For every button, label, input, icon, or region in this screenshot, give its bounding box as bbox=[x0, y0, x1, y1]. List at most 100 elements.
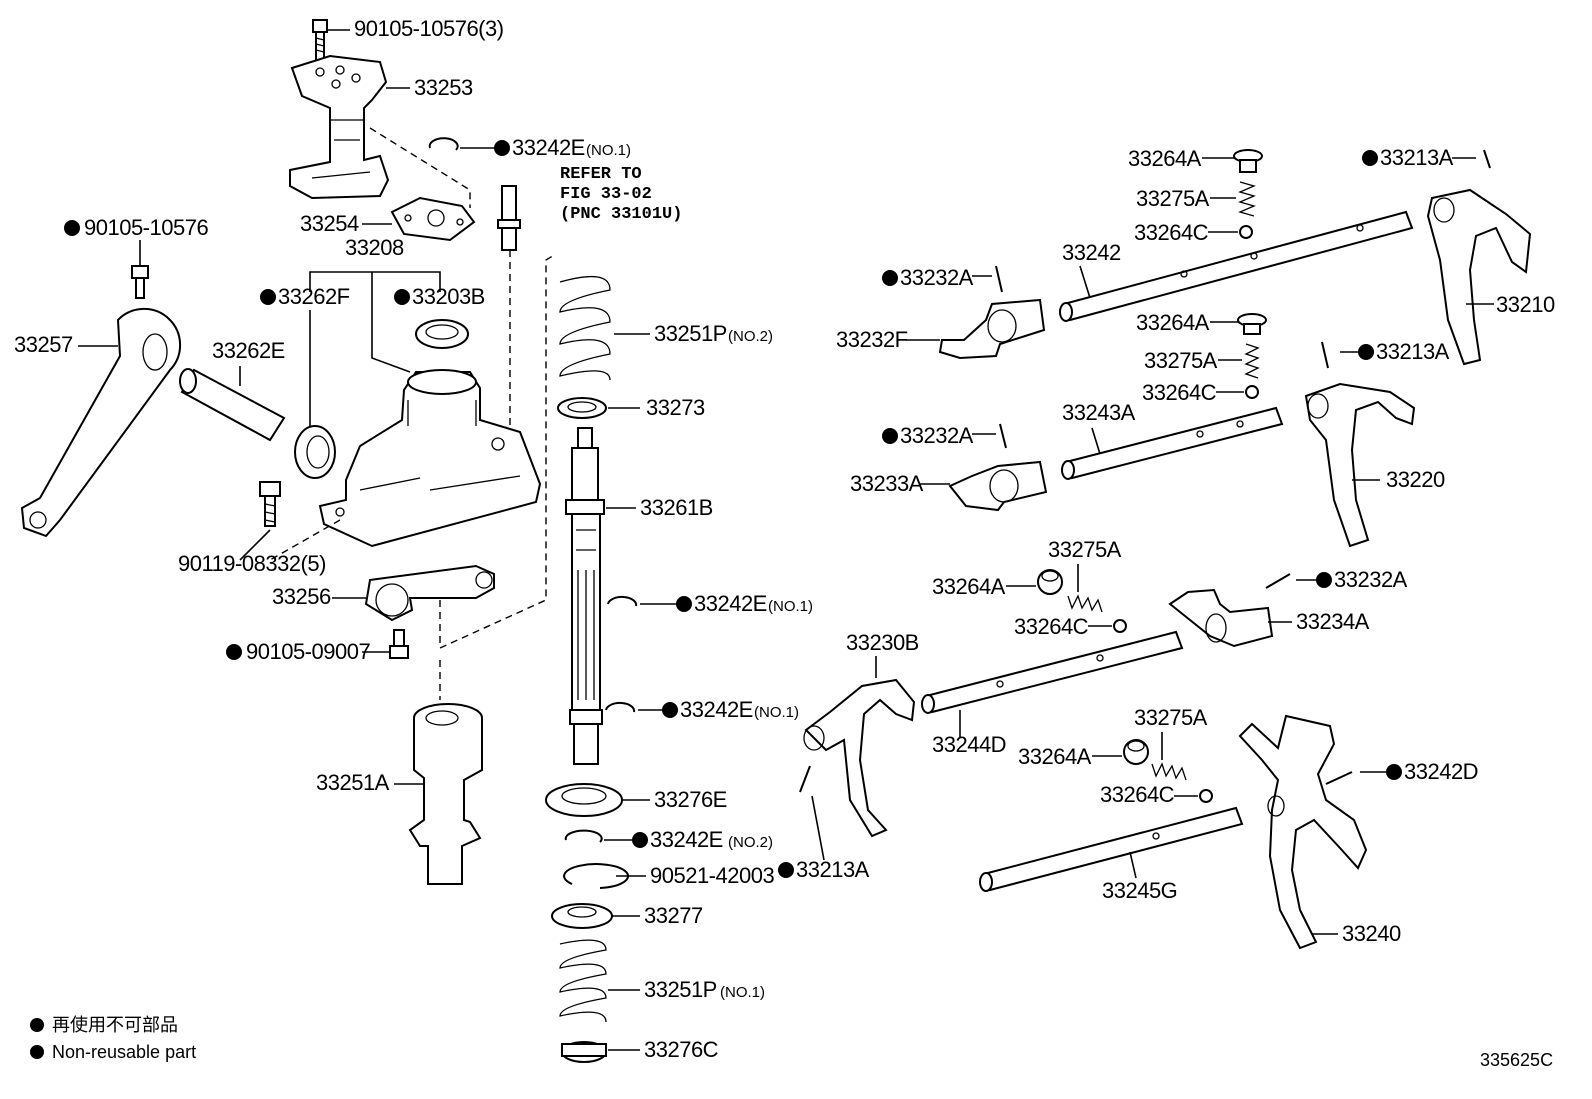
label-90119-08332-5: 90119-08332(5) bbox=[178, 551, 326, 576]
part-33213A-pin-1 bbox=[1483, 149, 1491, 169]
label-33275A-2: 33275A bbox=[1144, 348, 1218, 373]
part-33275A-spring-4 bbox=[1151, 762, 1187, 781]
part-33230B-fork bbox=[803, 678, 916, 838]
label-33230B: 33230B bbox=[846, 630, 919, 655]
part-refer-pin bbox=[497, 185, 521, 251]
label-33208: 33208 bbox=[345, 235, 404, 260]
label-33213A-1: 33213A bbox=[1380, 145, 1454, 170]
label-33264A-2: 33264A bbox=[1136, 310, 1210, 335]
label-33273: 33273 bbox=[646, 395, 705, 420]
bolt-90105-09007 bbox=[389, 629, 409, 659]
label-33242E-a-note: (NO.1) bbox=[586, 142, 631, 159]
label-33242E-b: 33242E bbox=[694, 591, 767, 616]
part-33275A-spring-3 bbox=[1067, 594, 1103, 613]
label-33264A-3: 33264A bbox=[932, 574, 1006, 599]
part-33213A-pin-3 bbox=[799, 765, 811, 793]
label-90105-10576-3: 90105-10576(3) bbox=[354, 16, 504, 41]
label-33232A-1: 33232A bbox=[900, 265, 974, 290]
part-90521-42003-ring bbox=[563, 863, 630, 889]
label-90521-42003: 90521-42003 bbox=[650, 863, 774, 888]
label-33210: 33210 bbox=[1496, 292, 1555, 317]
part-33245G-rod bbox=[979, 806, 1244, 892]
part-33251A-shaft bbox=[408, 703, 483, 885]
part-33203B-seal bbox=[415, 319, 469, 349]
legend-bullet-jp bbox=[30, 1018, 44, 1032]
label-33264C-1: 33264C bbox=[1134, 220, 1209, 245]
label-33251P-a-note: (NO.2) bbox=[728, 328, 773, 345]
label-90105-10576: 90105-10576 bbox=[84, 215, 208, 240]
label-33275A-1: 33275A bbox=[1136, 186, 1210, 211]
part-33233A-head bbox=[948, 460, 1048, 512]
legend-en: Non-reusable part bbox=[52, 1042, 196, 1062]
label-33233A: 33233A bbox=[850, 471, 924, 496]
label-33257: 33257 bbox=[14, 332, 73, 357]
label-33253: 33253 bbox=[414, 75, 473, 100]
part-33244D-rod bbox=[921, 630, 1184, 714]
part-33261B-shaft bbox=[565, 427, 605, 765]
label-33232A-3: 33232A bbox=[1334, 567, 1408, 592]
part-33277-retainer bbox=[551, 903, 613, 929]
label-33275A-3: 33275A bbox=[1048, 537, 1122, 562]
part-33234A-head bbox=[1168, 588, 1274, 648]
part-33220-fork bbox=[1304, 382, 1416, 548]
label-33264C-4: 33264C bbox=[1100, 782, 1175, 807]
part-33213A-pin-2 bbox=[1321, 341, 1329, 369]
part-33262F-seal bbox=[294, 425, 336, 479]
bolt-90105-10576 bbox=[131, 265, 149, 299]
label-33242E-b-note: (NO.1) bbox=[768, 598, 813, 615]
label-33240: 33240 bbox=[1342, 921, 1401, 946]
part-33242E-clip-b bbox=[607, 595, 638, 607]
label-33251P-b: 33251P bbox=[644, 977, 717, 1002]
part-33254-plate bbox=[390, 196, 476, 242]
legend: 再使用不可部品 Non-reusable part bbox=[30, 1015, 196, 1062]
label-33232F: 33232F bbox=[836, 327, 908, 352]
label-33276E: 33276E bbox=[654, 787, 727, 812]
bolt-90105-10576-3 bbox=[312, 19, 328, 61]
figure-id: 335625C bbox=[1480, 1050, 1553, 1070]
label-33242E-c-note: (NO.1) bbox=[754, 704, 799, 721]
label-33261B: 33261B bbox=[640, 495, 713, 520]
label-33251P-a: 33251P bbox=[654, 321, 727, 346]
part-33240-fork bbox=[1238, 714, 1368, 950]
part-33251P-spring-no1 bbox=[559, 939, 607, 1023]
part-33264C-ball-1 bbox=[1239, 225, 1253, 239]
part-33232A-pin-1 bbox=[995, 265, 1003, 293]
part-33275A-spring-2 bbox=[1244, 343, 1260, 379]
label-33262E: 33262E bbox=[212, 338, 285, 363]
label-33242D: 33242D bbox=[1404, 759, 1478, 784]
part-33276E-seat bbox=[545, 783, 623, 817]
part-33242E-clip-c bbox=[605, 701, 636, 713]
part-33257-lever bbox=[20, 307, 182, 538]
label-33264A-1: 33264A bbox=[1128, 146, 1202, 171]
part-33208-housing bbox=[318, 369, 542, 548]
label-33232A-2: 33232A bbox=[900, 423, 974, 448]
part-33243A-rod bbox=[1061, 406, 1284, 480]
label-33276C: 33276C bbox=[644, 1037, 719, 1062]
label-33256: 33256 bbox=[272, 584, 331, 609]
bolt-90119-08332 bbox=[259, 481, 281, 527]
label-33242: 33242 bbox=[1062, 240, 1121, 265]
part-33242E-clip-top bbox=[428, 137, 459, 151]
label-33262F: 33262F bbox=[278, 284, 350, 309]
part-33264A-plug-2 bbox=[1237, 313, 1267, 335]
label-33242E-d: 33242E bbox=[650, 827, 723, 852]
label-33245G: 33245G bbox=[1102, 878, 1177, 903]
part-33262E-pin bbox=[179, 368, 286, 442]
part-33232A-pin-2 bbox=[999, 423, 1007, 449]
part-33276C-seat bbox=[561, 1041, 607, 1063]
legend-jp: 再使用不可部品 bbox=[52, 1015, 178, 1035]
part-33264C-ball-4 bbox=[1199, 789, 1213, 803]
refer-line-1: REFER TO bbox=[560, 165, 642, 184]
part-33273-washer bbox=[557, 397, 607, 419]
part-33264C-ball-3 bbox=[1113, 619, 1127, 633]
label-33213A-2: 33213A bbox=[1376, 339, 1450, 364]
label-33251A: 33251A bbox=[316, 770, 390, 795]
label-33251P-b-note: (NO.1) bbox=[720, 984, 765, 1001]
label-33242E-c: 33242E bbox=[680, 697, 753, 722]
label-33242E-a: 33242E bbox=[512, 135, 585, 160]
label-33203B: 33203B bbox=[412, 284, 485, 309]
part-33264A-plug-3 bbox=[1037, 569, 1063, 595]
part-33242-rod bbox=[1059, 210, 1414, 322]
label-33264C-3: 33264C bbox=[1014, 614, 1089, 639]
